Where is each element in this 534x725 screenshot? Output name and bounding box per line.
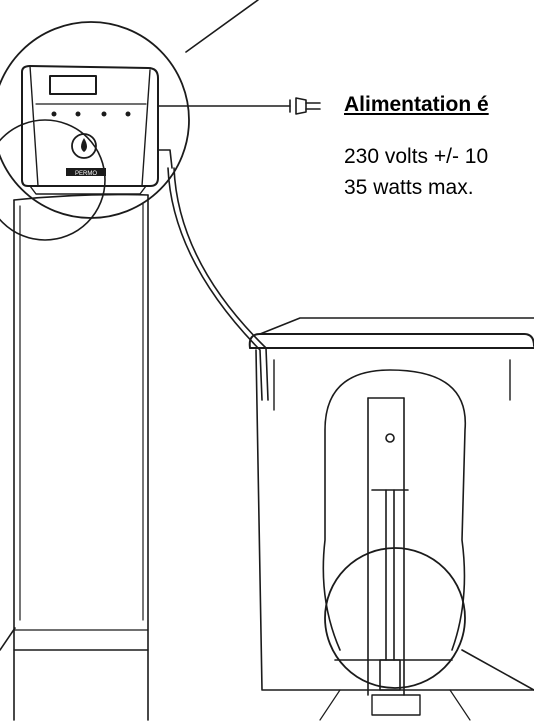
- button-dot-3: [101, 111, 107, 117]
- supply-title: Alimentation é: [344, 93, 489, 116]
- button-dot-4: [125, 111, 131, 117]
- bottom-left-leader: [0, 627, 16, 651]
- brine-tank: [248, 317, 534, 721]
- controller-unit: PERMO: [21, 65, 159, 195]
- brine-well: [367, 397, 409, 696]
- knob: [71, 133, 97, 159]
- top-leader-line: [185, 0, 259, 53]
- button-dot-2: [75, 111, 81, 117]
- button-dot-1: [51, 111, 57, 117]
- drop-icon: [81, 138, 87, 152]
- brand-text: PERMO: [75, 171, 97, 177]
- controller-detail-circle: [0, 21, 190, 219]
- brine-tube: [157, 149, 269, 401]
- brand-plate: [66, 168, 106, 176]
- supply-power: 35 watts max.: [344, 176, 474, 199]
- resin-column: [13, 193, 149, 721]
- display-screen: [49, 75, 97, 95]
- float-detail-circle: [324, 547, 466, 689]
- valve-detail-circle: [0, 119, 106, 241]
- supply-voltage: 230 volts +/- 10: [344, 145, 489, 168]
- power-cord: [157, 97, 321, 115]
- bottom-right-leader: [461, 649, 534, 691]
